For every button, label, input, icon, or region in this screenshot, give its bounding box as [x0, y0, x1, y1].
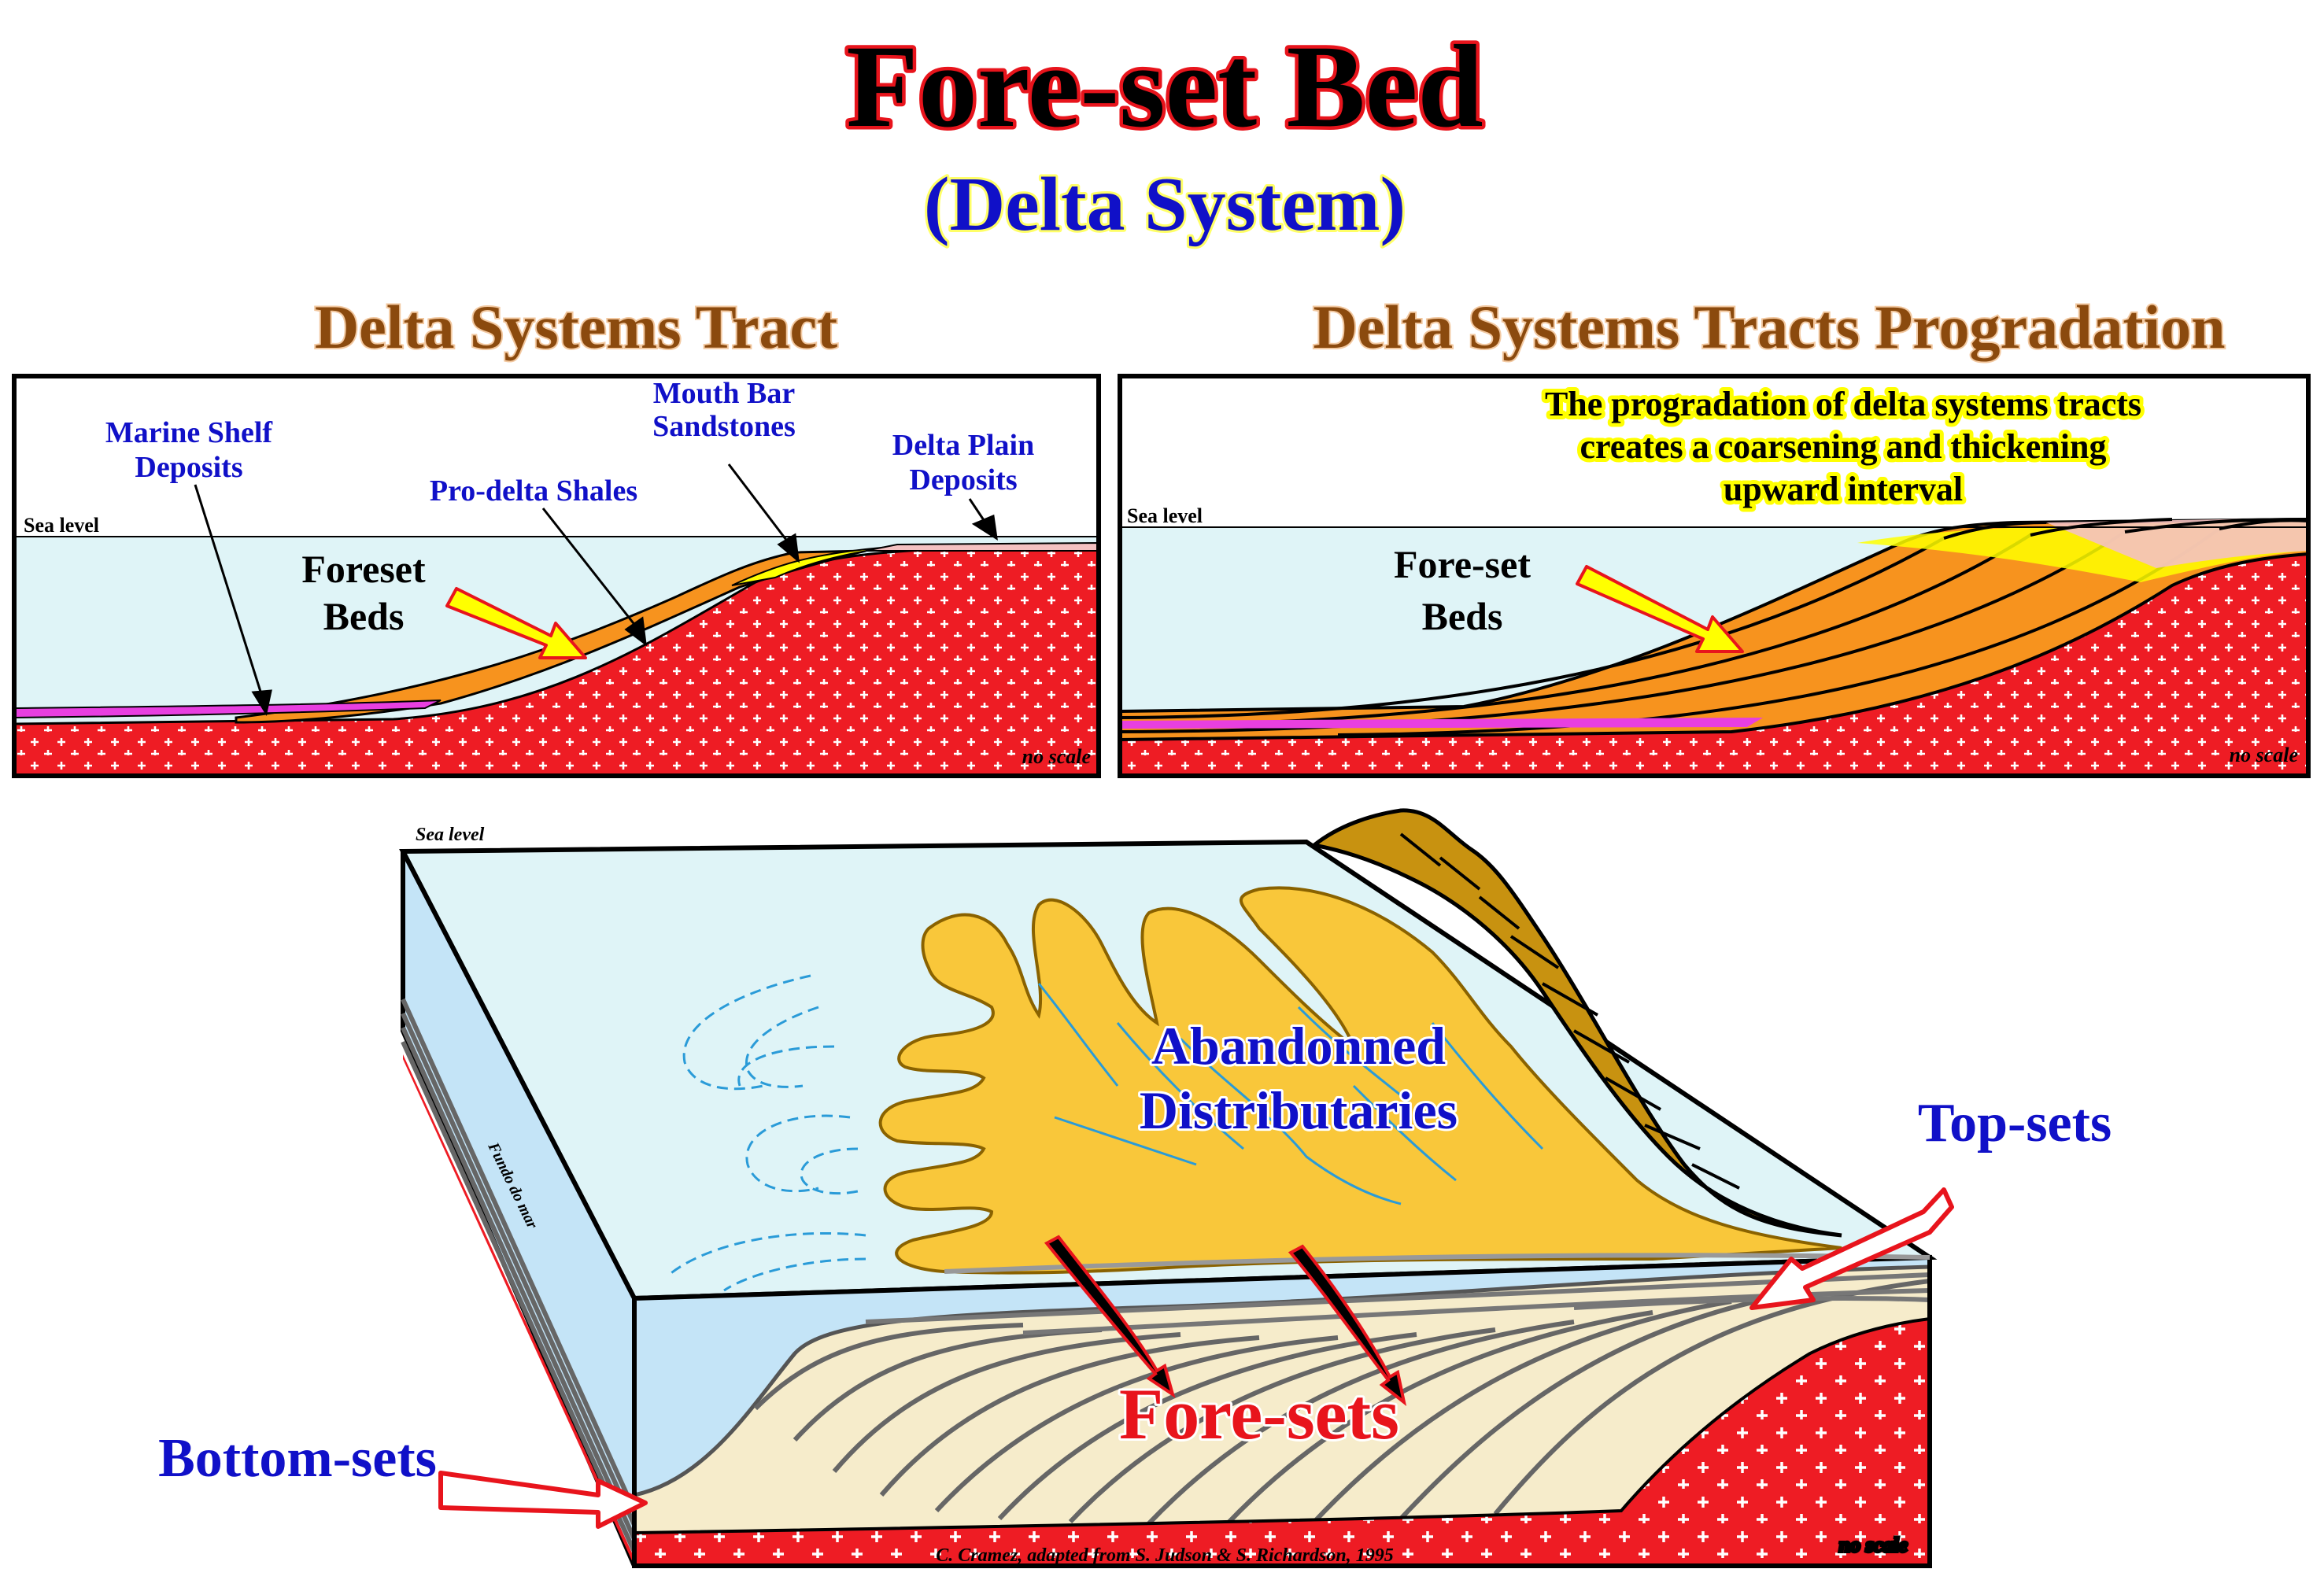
svg-text:Fore-set Bed: Fore-set Bed: [846, 21, 1483, 152]
label-bottom-sets: Bottom-sets: [158, 1428, 437, 1489]
left-leader-lines: [194, 463, 998, 716]
label-abandoned-1: Abandonned: [1151, 1016, 1446, 1076]
surface-topset-edge: [944, 1253, 1931, 1274]
label-delta-plain-1: Delta Plain: [892, 429, 1034, 462]
label-abandoned-2: Distributaries: [1140, 1080, 1458, 1140]
foreset-arrow-1: [1044, 1235, 1176, 1398]
label-marine-shelf-1: Marine Shelf: [105, 416, 273, 449]
right-panel-frame: [1118, 374, 2311, 778]
right-panel-heading: Delta Systems Tracts Progradation: [1313, 293, 2225, 361]
block-sea-level: Sea level: [416, 825, 485, 845]
foreset-arrow-2: [1288, 1244, 1407, 1406]
left-face-basement: [403, 1054, 634, 1566]
label-mouth-bar-1: Mouth Bar: [653, 377, 796, 410]
progradation-clinoforms: [1120, 527, 2221, 736]
right-sea-level: Sea level: [1127, 504, 1203, 527]
top-sets-arrow: [1749, 1187, 1954, 1310]
left-no-scale: no scale: [1022, 745, 1091, 768]
left-panel-frame: [12, 374, 1101, 778]
left-sea-level: Sea level: [24, 514, 99, 537]
shelf-right: [1120, 718, 1763, 729]
right-foreset-1: Fore-set: [1394, 542, 1531, 586]
main-title: Fore-set Bed: [843, 18, 1487, 156]
right-note-line-1: The progradation of delta systems tracts: [1545, 385, 2141, 423]
label-foreset-2: Beds: [323, 594, 405, 638]
left-face-beds: [401, 998, 637, 1553]
right-no-scale: no scale: [2230, 744, 2298, 766]
label-delta-plain-2: Deposits: [909, 463, 1017, 497]
subtitle: (Delta System): [924, 162, 1406, 247]
block-diagram: [399, 808, 1954, 1568]
left-foreset-arrow: [445, 587, 587, 659]
block-credit: C. Cramez, adapted from S. Judson & S. R…: [936, 1545, 1393, 1566]
block-front-frame: [632, 1254, 1932, 1568]
right-note-line-3: upward interval: [1724, 470, 1963, 508]
label-mouth-bar-2: Sandstones: [652, 410, 796, 443]
label-foreset-1: Foreset: [301, 547, 426, 591]
right-foreset-arrow: [1576, 565, 1744, 653]
coastal-hill: [1310, 808, 1842, 1238]
delta-plain: [865, 541, 1099, 552]
label-fore-sets: Fore-sets: [1119, 1374, 1399, 1454]
right-foreset-2: Beds: [1422, 594, 1503, 638]
top-plain-right: [2046, 518, 2308, 568]
left-panel-heading: Delta Systems Tract: [315, 293, 837, 361]
marine-shelf: [14, 700, 442, 719]
block-no-scale: no scale: [1839, 1534, 1908, 1556]
label-top-sets: Top-sets: [1918, 1093, 2112, 1154]
hill-ridges: [1399, 832, 1740, 1190]
offshore-ripples: [668, 974, 866, 1292]
channels: [1037, 983, 1544, 1205]
label-marine-shelf-2: Deposits: [135, 451, 242, 484]
bottom-sets-arrow: [438, 1471, 648, 1529]
label-prodelta: Pro-delta Shales: [430, 474, 637, 508]
front-basement: [634, 1319, 1930, 1566]
right-note-line-2: creates a coarsening and thickening: [1580, 427, 2107, 466]
